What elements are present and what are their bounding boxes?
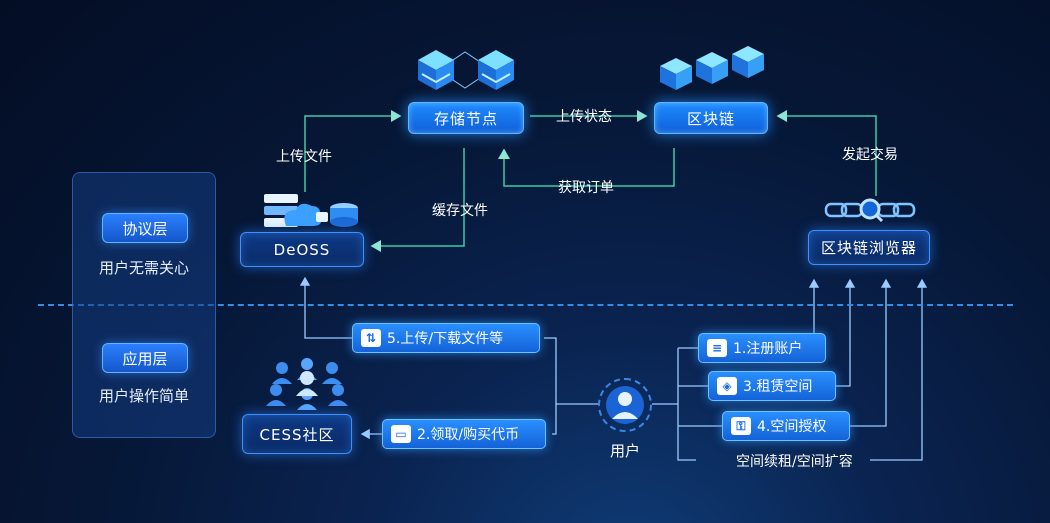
storage-nodes-icon bbox=[418, 50, 514, 90]
protocol-layer-badge: 协议层 bbox=[102, 213, 188, 243]
edge-cache-file bbox=[370, 148, 465, 252]
blockchain-icon bbox=[660, 46, 764, 90]
storage-node-box: 存储节点 bbox=[408, 102, 524, 134]
edge-label-upload-file: 上传文件 bbox=[276, 149, 332, 165]
user-icon bbox=[606, 386, 644, 424]
layer-divider bbox=[38, 304, 1013, 306]
edge-label-renew-expand: 空间续租/空间扩容 bbox=[736, 454, 853, 470]
protocol-layer-subtitle: 用户无需关心 bbox=[98, 259, 189, 277]
community-icon bbox=[266, 358, 348, 410]
wallet-icon: ▭ bbox=[391, 425, 411, 443]
cube-icon: ◈ bbox=[717, 377, 737, 395]
deoss-box: DeOSS bbox=[240, 232, 364, 267]
edge-label-get-order: 获取订单 bbox=[558, 180, 614, 196]
id-card-icon: ≡ bbox=[707, 339, 727, 357]
action-authorize-space: ⚿ 4.空间授权 bbox=[722, 411, 850, 441]
edge-get-order bbox=[498, 148, 675, 187]
user-avatar bbox=[598, 378, 652, 432]
explorer-box: 区块链浏览器 bbox=[808, 230, 930, 265]
application-layer-badge: 应用层 bbox=[102, 343, 188, 373]
blockchain-box: 区块链 bbox=[654, 102, 768, 134]
chain-search-icon bbox=[824, 198, 916, 223]
application-layer-subtitle: 用户操作简单 bbox=[98, 387, 189, 405]
edge-initiate-tx bbox=[776, 110, 877, 196]
edge-label-upload-status: 上传状态 bbox=[556, 109, 612, 125]
edge-label-cache-file: 缓存文件 bbox=[432, 203, 488, 219]
edge-upload-file bbox=[304, 110, 402, 192]
action-register: ≡ 1.注册账户 bbox=[698, 333, 826, 363]
edge-label-initiate-tx: 发起交易 bbox=[842, 147, 898, 163]
edge-upload-download bbox=[299, 276, 352, 339]
upload-download-icon: ⇅ bbox=[361, 329, 381, 347]
user-label: 用户 bbox=[610, 442, 641, 460]
lock-icon: ⚿ bbox=[731, 417, 751, 435]
layer-panel: 协议层 用户无需关心 应用层 用户操作简单 bbox=[72, 172, 216, 438]
action-upload-download: ⇅ 5.上传/下载文件等 bbox=[352, 323, 540, 353]
action-rent-space: ◈ 3.租赁空间 bbox=[708, 371, 836, 401]
action-get-buy-token: ▭ 2.领取/购买代币 bbox=[382, 419, 546, 449]
server-cloud-icon bbox=[264, 194, 358, 227]
cess-community-box: CESS社区 bbox=[242, 414, 352, 454]
